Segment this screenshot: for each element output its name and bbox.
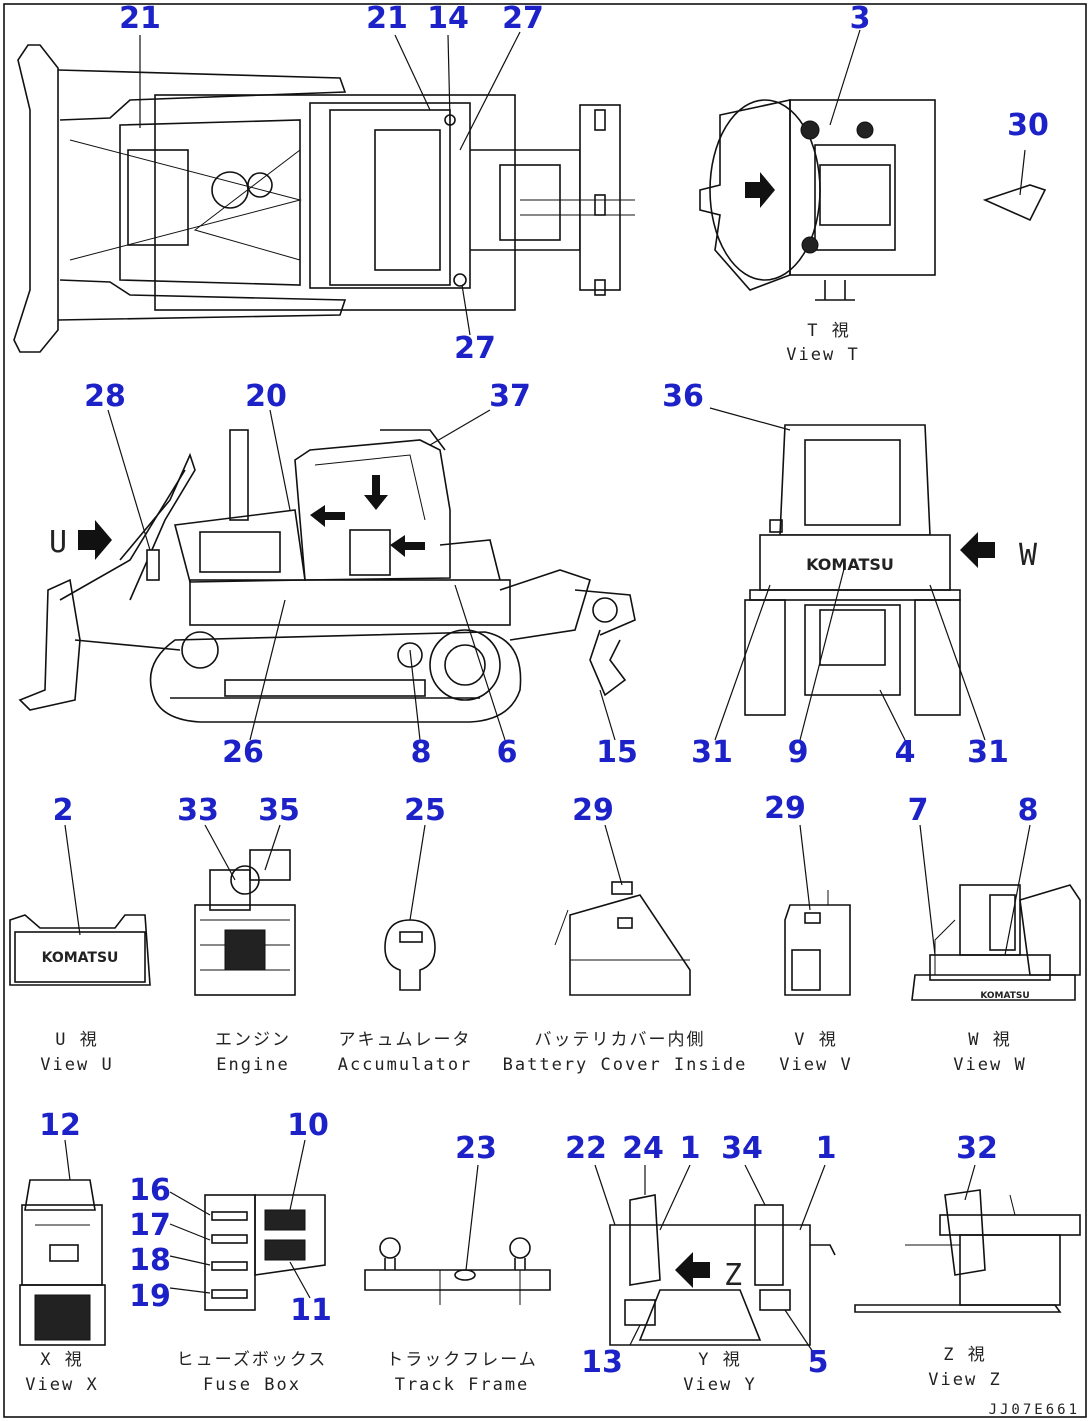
fuse-caption-jp: ヒューズボックス [177,1350,328,1370]
view-u-caption-jp: U 視 [55,1030,98,1050]
engine-caption-jp: エンジン [215,1030,291,1050]
view-y-illustration: Z Y 視 View Y [609,1194,836,1395]
callout-31: 31 [691,735,733,770]
view-w-marker: W [1019,538,1038,573]
battery-caption-jp: バッテリカバー内側 [535,1030,706,1050]
view-y-caption-en: View Y [683,1375,756,1395]
view-z-caption-jp: Z 視 [943,1345,986,1365]
callout-8: 8 [411,735,432,770]
callout-10: 10 [287,1108,329,1143]
engine-caption-en: Engine [216,1055,289,1075]
callout-15: 15 [596,735,638,770]
accumulator-caption-en: Accumulator [338,1055,473,1075]
callout-7: 7 [908,793,929,828]
callout-18: 18 [129,1243,171,1278]
view-u-caption-en: View U [40,1055,113,1075]
callout-35: 35 [258,793,300,828]
callout-25: 25 [404,793,446,828]
view-t-caption-jp: T 視 [807,321,850,341]
callout-20: 20 [245,379,287,414]
callout-24: 24 [622,1131,664,1166]
callout-26: 26 [222,735,264,770]
callout-21: 21 [119,1,161,36]
callout-5: 5 [808,1345,829,1380]
view-w-arrow [960,532,995,568]
rear-view-machine: KOMATSU W [744,424,1038,716]
callout-11: 11 [290,1293,332,1328]
callout-9: 9 [788,735,809,770]
view-t-illustration: T 視 View T [699,99,936,365]
top-view-machine [13,44,635,353]
callout-22: 22 [565,1131,607,1166]
accumulator-illustration: アキュムレータ Accumulator [338,919,473,1075]
track-caption-jp: トラックフレーム [386,1350,538,1370]
callout-3: 3 [850,1,871,36]
track-frame-illustration: トラックフレーム Track Frame [364,1237,551,1395]
callout-36: 36 [662,379,704,414]
view-x-caption-jp: X 視 [40,1350,83,1370]
callout-17: 17 [129,1208,171,1243]
side-view-machine: U [18,429,636,723]
leader-lines [64,29,1031,1356]
callout-30: 30 [1007,108,1049,143]
view-y-caption-jp: Y 視 [698,1350,741,1370]
view-w-illustration: KOMATSU W 視 View W [911,884,1081,1075]
callout-23: 23 [455,1131,497,1166]
view-w-caption-jp: W 視 [968,1030,1011,1050]
callout-2: 2 [53,793,74,828]
callout-1: 1 [680,1131,701,1166]
callout-12: 12 [39,1108,81,1143]
callout-21: 21 [366,1,408,36]
callout-29: 29 [764,791,806,826]
callout-37: 37 [489,379,531,414]
view-z-caption-en: View Z [928,1370,1001,1390]
track-caption-en: Track Frame [395,1375,530,1395]
grille-brand-plate: KOMATSU [42,950,119,966]
callout-32: 32 [956,1131,998,1166]
callout-34: 34 [721,1131,763,1166]
view-u-illustration: KOMATSU U 視 View U [9,914,151,1075]
callout-numbers: 21 21 14 27 27 3 30 28 20 37 26 8 6 15 3… [39,1,1049,1380]
accumulator-caption-jp: アキュムレータ [339,1030,472,1050]
view-v-caption-jp: V 視 [794,1030,837,1050]
decal-30-shape [982,184,1047,222]
callout-29: 29 [572,793,614,828]
callout-28: 28 [84,379,126,414]
callout-6: 6 [497,735,518,770]
callout-4: 4 [895,735,916,770]
view-z-illustration: Z 視 View Z [854,1189,1081,1390]
callout-14: 14 [427,1,469,36]
callout-27: 27 [454,331,496,366]
view-w-caption-en: View W [953,1055,1026,1075]
view-u-marker: U [49,525,67,560]
view-x-illustration: X 視 View X [19,1179,106,1395]
callout-33: 33 [177,793,219,828]
side-brand-plate: KOMATSU [980,991,1029,1001]
callout-16: 16 [129,1173,171,1208]
callout-27: 27 [502,1,544,36]
fuse-caption-en: Fuse Box [203,1375,301,1395]
view-t-caption-en: View T [786,345,859,365]
drawing-frame [3,3,1087,1418]
battery-caption-en: Battery Cover Inside [503,1055,748,1075]
battery-cover-illustration: バッテリカバー内側 Battery Cover Inside [503,881,748,1075]
callout-1: 1 [816,1131,837,1166]
drawing-code: JJ07E661 [989,1402,1080,1418]
callout-8: 8 [1018,793,1039,828]
engine-illustration: エンジン Engine [194,849,296,1075]
rear-brand-plate: KOMATSU [806,555,894,574]
view-x-caption-en: View X [25,1375,98,1395]
callout-19: 19 [129,1279,171,1314]
view-v-illustration: V 視 View V [779,890,852,1075]
view-z-marker: Z [724,1258,742,1293]
fuse-box-illustration: ヒューズボックス Fuse Box [177,1194,328,1395]
callout-31: 31 [967,735,1009,770]
view-v-caption-en: View V [779,1055,852,1075]
callout-13: 13 [581,1345,623,1380]
view-u-arrow [78,520,112,560]
